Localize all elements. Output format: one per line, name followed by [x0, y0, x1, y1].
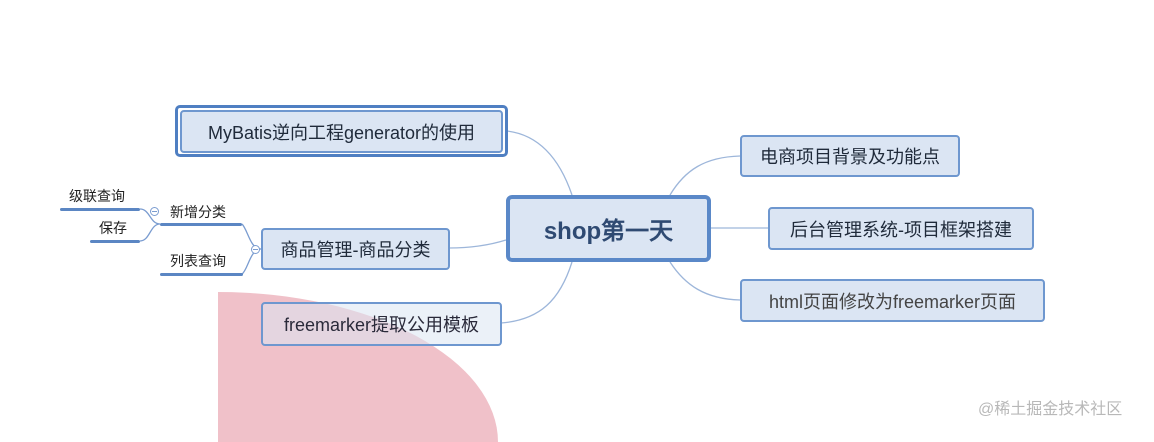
underline [160, 223, 242, 226]
selected-node-outline [175, 105, 508, 157]
connector-lines [139, 130, 768, 324]
node-mybatis[interactable]: MyBatis逆向工程generator的使用 [180, 110, 503, 153]
underline [160, 273, 243, 276]
node-backend-framework[interactable]: 后台管理系统-项目框架搭建 [768, 207, 1034, 250]
underline [90, 240, 140, 243]
connector-ecommerce [669, 155, 741, 196]
connector-freemarker [500, 261, 573, 324]
underline [60, 208, 140, 211]
root-node[interactable]: shop第一天 [506, 195, 711, 262]
node-html-to-freemarker[interactable]: html页面修改为freemarker页面 [740, 279, 1045, 322]
node-ecommerce-background[interactable]: 电商项目背景及功能点 [740, 135, 960, 177]
leaf-add-category[interactable]: 新增分类 [170, 204, 226, 220]
collapse-icon[interactable] [251, 245, 260, 254]
leaf-list-query[interactable]: 列表查询 [170, 253, 226, 269]
watermark: @稀土掘金技术社区 [978, 401, 1123, 418]
connector-html [669, 261, 741, 301]
leaf-save[interactable]: 保存 [99, 220, 127, 236]
node-freemarker-template[interactable]: freemarker提取公用模板 [261, 302, 502, 346]
leaf-cascade-query[interactable]: 级联查询 [69, 188, 125, 204]
connector-goods [448, 239, 507, 249]
connector-goods-children [139, 208, 262, 275]
node-goods-category[interactable]: 商品管理-商品分类 [261, 228, 450, 270]
collapse-icon[interactable] [150, 207, 159, 216]
connector-mybatis [506, 130, 573, 196]
